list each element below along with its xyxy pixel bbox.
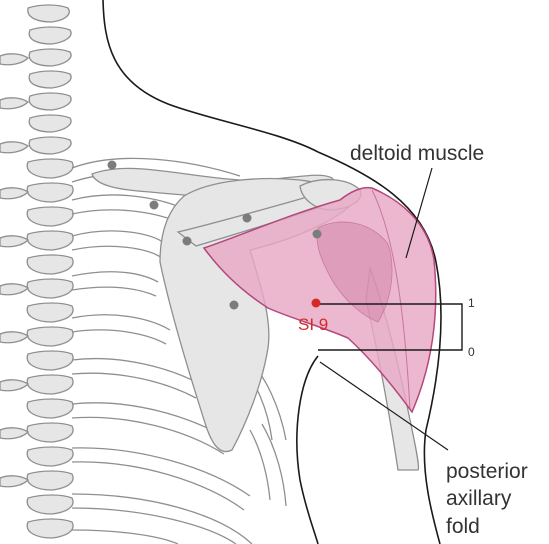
posterior-label-line3: fold (446, 515, 480, 538)
grey-dot-icon (230, 301, 239, 310)
grey-dot-icon (108, 161, 117, 170)
posterior-label-line1: posterior (446, 460, 528, 483)
grey-dot-icon (243, 214, 252, 223)
axilla-outline (297, 356, 318, 544)
red-dot-icon (312, 299, 321, 308)
grey-dot-icon (313, 230, 322, 239)
posterior-label-line2: axillary (446, 487, 512, 510)
grey-dot-icon (150, 201, 159, 210)
si9-label: SI 9 (298, 315, 328, 334)
scale-label-top: 1 (468, 296, 475, 310)
spine (0, 5, 73, 538)
deltoid-muscle-label: deltoid muscle (350, 142, 484, 165)
scale-label-bottom: 0 (468, 345, 475, 359)
grey-dot-icon (183, 237, 192, 246)
neck-outline (103, 0, 318, 152)
